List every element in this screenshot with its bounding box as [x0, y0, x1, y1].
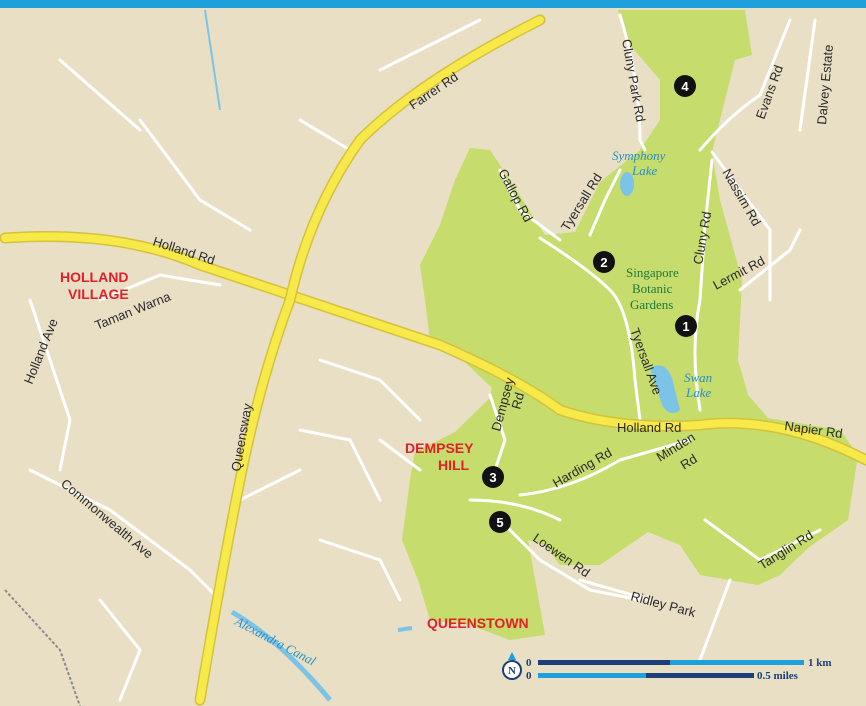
symphony-lake-label1: Symphony: [612, 148, 666, 163]
park-label-line1: Singapore: [626, 265, 679, 280]
district-queenstown: QUEENSTOWN: [427, 615, 529, 631]
symphony-lake-label2: Lake: [631, 163, 658, 178]
minor-roads: [28, 13, 822, 702]
district-dempsey-line1: DEMPSEY: [405, 440, 474, 456]
label-holland-rd-east: Holland Rd: [617, 420, 681, 435]
label-minden-rd-2: Rd: [678, 451, 700, 473]
scale-mi-light: [538, 673, 646, 678]
north-circle-icon: [502, 660, 522, 680]
district-holland-line2: VILLAGE: [68, 286, 129, 302]
marker-1[interactable]: 1: [675, 315, 697, 337]
stream: [204, 9, 221, 111]
scale-miles-label: 0.5 miles: [757, 670, 799, 682]
marker-3[interactable]: 3: [482, 466, 504, 488]
svg-text:4: 4: [681, 79, 689, 94]
park-label-line2: Botanic: [632, 281, 673, 296]
label-dalvey-estate: Dalvey Estate: [814, 44, 836, 125]
swan-lake-label1: Swan: [684, 370, 712, 385]
swan-lake-label2: Lake: [685, 385, 712, 400]
marker-5[interactable]: 5: [489, 511, 511, 533]
swan-lake-water: [650, 365, 680, 414]
holland-road: [1, 232, 866, 464]
north-label: N: [508, 665, 516, 677]
park-label-line3: Gardens: [630, 297, 673, 312]
svg-text:5: 5: [496, 515, 503, 530]
railway-line: [4, 589, 81, 706]
north-arrow-icon: [508, 652, 516, 660]
label-dempsey-rd-2: Rd: [508, 391, 527, 411]
symphony-lake-water: [620, 172, 634, 196]
small-pond: [397, 626, 413, 632]
scale-km-dark: [538, 660, 670, 665]
marker-2[interactable]: 2: [593, 251, 615, 273]
scale-km-label: 1 km: [808, 657, 832, 669]
marker-4[interactable]: 4: [674, 75, 696, 97]
top-bar: [0, 0, 866, 8]
highways: [0, 14, 866, 706]
scale-mi-dark: [646, 673, 754, 678]
botanic-gardens-park: [402, 10, 858, 640]
svg-text:2: 2: [600, 255, 607, 270]
district-holland-line1: HOLLAND: [60, 269, 128, 285]
farrer-queensway: [196, 16, 544, 704]
svg-text:1: 1: [682, 319, 689, 334]
scale-bar: N 0 1 km 0 0.5 miles: [502, 652, 832, 682]
scale-zero-mi: 0: [526, 670, 532, 682]
district-dempsey-line2: HILL: [438, 457, 470, 473]
scale-km-light: [670, 660, 804, 665]
alexandra-canal-water: [230, 609, 332, 702]
scale-zero-km: 0: [526, 657, 532, 669]
svg-text:3: 3: [489, 470, 496, 485]
